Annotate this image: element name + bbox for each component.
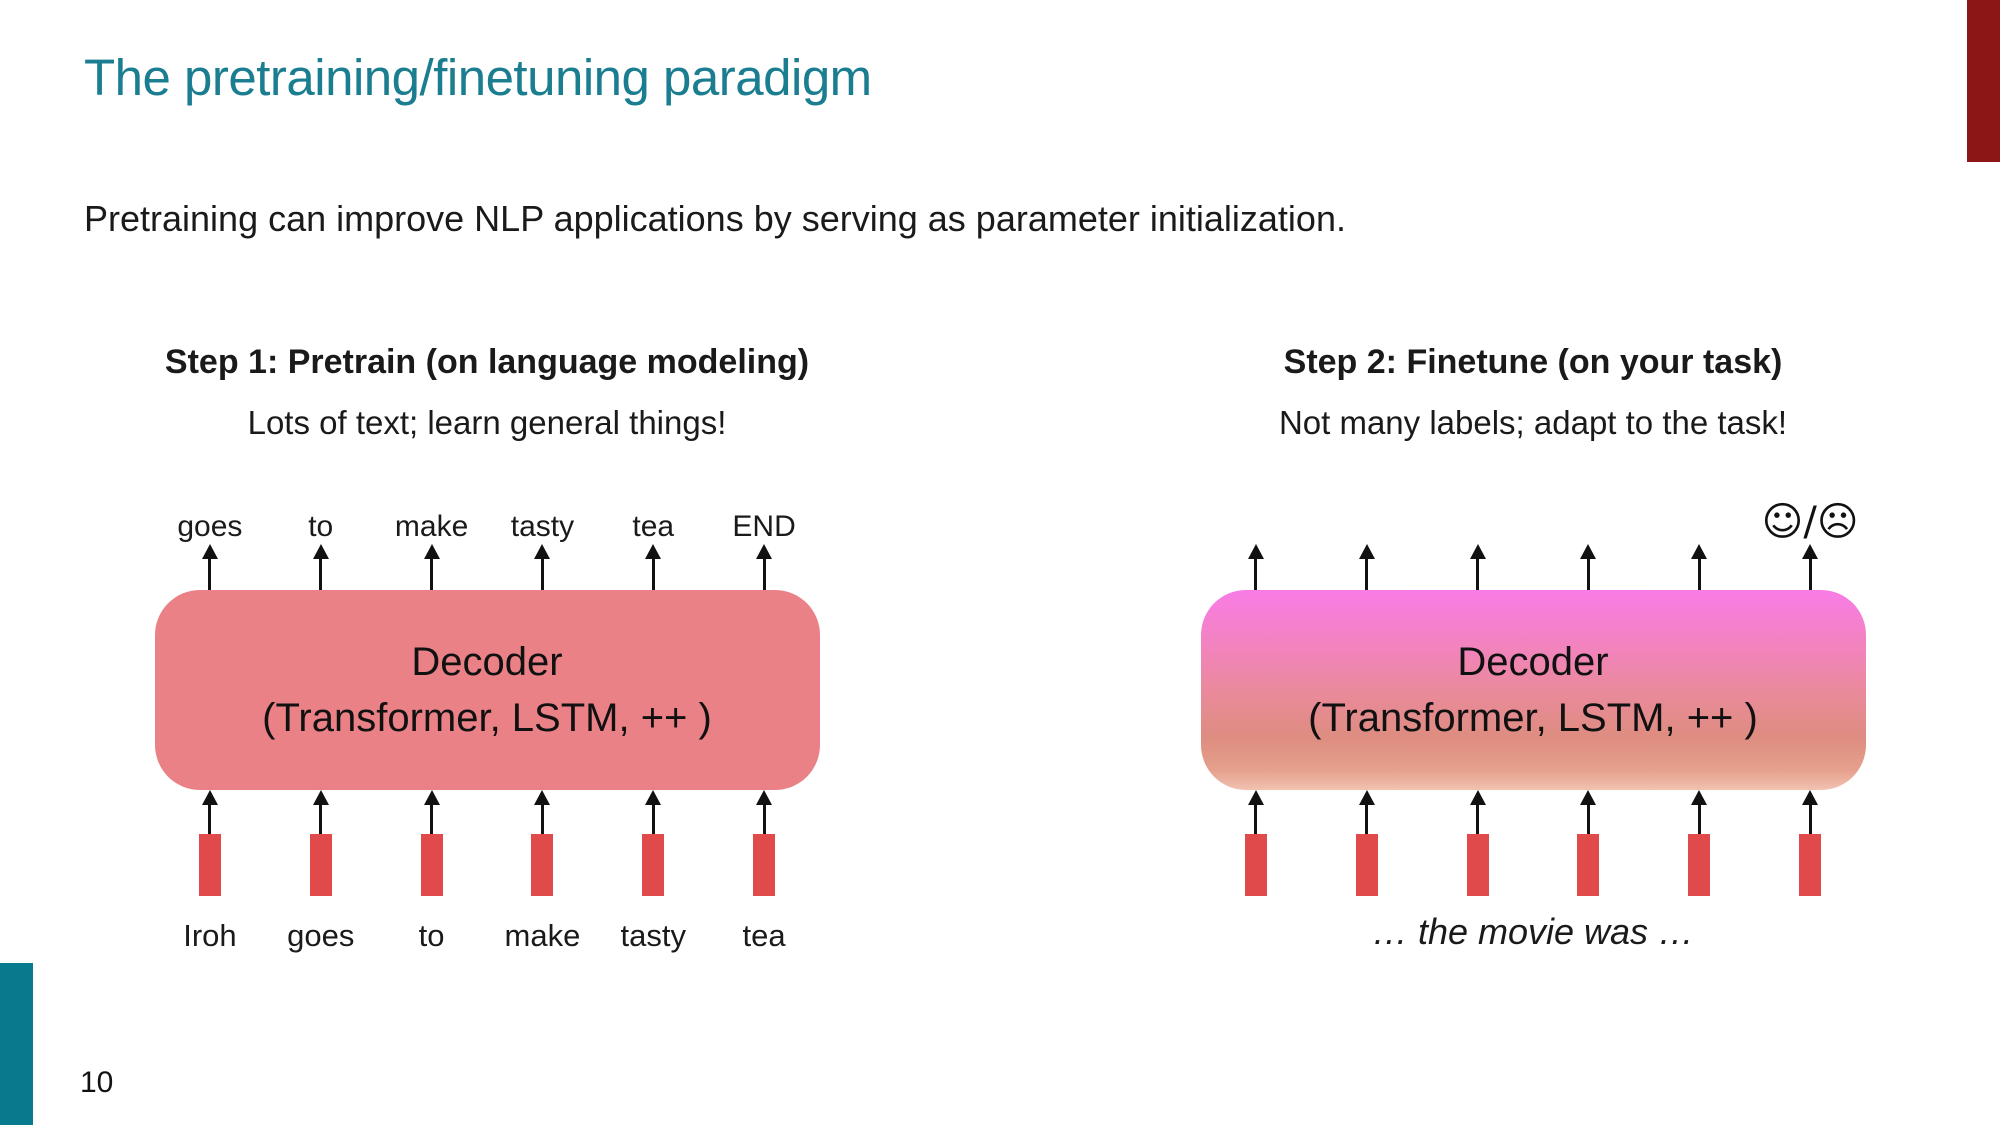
up-arrow-icon <box>1691 790 1708 834</box>
up-arrow-icon <box>1580 544 1597 590</box>
up-arrow-icon <box>645 544 662 590</box>
finetune-embedding-bars-row <box>1201 834 1866 896</box>
output-word: goes <box>177 510 243 543</box>
finetune-subheading: Not many labels; adapt to the task! <box>1278 404 1788 441</box>
embedding-bar <box>198 834 221 896</box>
up-arrow-icon <box>756 790 773 834</box>
decoder-label-line2: (Transformer, LSTM, ++ ) <box>1308 696 1758 740</box>
finetune-panel: Step 2: Finetune (on your task) Not many… <box>1168 340 1898 954</box>
embedding-bar <box>1688 834 1711 896</box>
pretrain-panel: Step 1: Pretrain (on language modeling) … <box>122 340 852 954</box>
up-arrow-icon <box>1469 544 1486 590</box>
decoder-label-line2: (Transformer, LSTM, ++ ) <box>262 696 712 740</box>
decoder-label-line1: Decoder <box>411 640 563 684</box>
up-arrow-icon <box>423 544 440 590</box>
up-arrow-icon <box>1802 544 1819 590</box>
embedding-bar <box>420 834 443 896</box>
up-arrow-icon <box>1247 790 1264 834</box>
pretrain-embedding-bars-row <box>155 834 820 896</box>
embedding-bar <box>1799 834 1822 896</box>
up-arrow-icon <box>1580 790 1597 834</box>
input-word: Iroh <box>183 918 237 953</box>
up-arrow-icon <box>645 790 662 834</box>
up-arrow-icon <box>1358 790 1375 834</box>
pretrain-heading: Step 1: Pretrain (on language modeling) <box>164 343 810 381</box>
output-word: to <box>308 510 334 543</box>
embedding-bar <box>1355 834 1378 896</box>
up-arrow-icon <box>201 544 218 590</box>
input-word: make <box>504 918 581 953</box>
up-arrow-icon <box>1247 544 1264 590</box>
slide-subtitle: Pretraining can improve NLP applications… <box>84 198 1346 239</box>
embedding-bar <box>753 834 776 896</box>
pretrain-diagram: goes to make tasty tea END Decoder (Tran… <box>154 498 820 954</box>
up-arrow-icon <box>201 790 218 834</box>
finetune-diagram: ☺/☹ Decoder (Transformer, LSTM, ++ ) <box>1200 498 1866 954</box>
pretrain-output-arrows-row <box>155 544 820 590</box>
embedding-bar <box>1577 834 1600 896</box>
up-arrow-icon <box>1358 544 1375 590</box>
pretrain-subheading: Lots of text; learn general things! <box>247 404 727 441</box>
output-word: make <box>394 510 469 543</box>
embedding-bar <box>1244 834 1267 896</box>
embedding-bar <box>1466 834 1489 896</box>
input-word: tea <box>742 918 786 953</box>
up-arrow-icon <box>534 544 551 590</box>
input-word: goes <box>287 918 355 953</box>
up-arrow-icon <box>1469 790 1486 834</box>
decoder-label-line1: Decoder <box>1457 640 1609 684</box>
page-number: 10 <box>80 1066 114 1099</box>
embedding-bar <box>642 834 665 896</box>
decoder-box-finetune: Decoder (Transformer, LSTM, ++ ) <box>1200 590 1866 790</box>
output-word: tasty <box>510 510 575 543</box>
finetune-input-arrows-row <box>1201 790 1866 834</box>
up-arrow-icon <box>423 790 440 834</box>
accent-bar-top-right <box>1967 0 2000 162</box>
finetune-heading: Step 2: Finetune (on your task) <box>1283 343 1783 381</box>
input-word: tasty <box>620 918 686 953</box>
input-word: to <box>418 918 445 953</box>
up-arrow-icon <box>1802 790 1819 834</box>
output-word: END <box>732 510 796 543</box>
embedding-bar <box>531 834 554 896</box>
sentiment-smiley-frowny-icon: ☺/☹ <box>1761 499 1859 545</box>
embedding-bar <box>309 834 332 896</box>
pretrain-input-words-row: Iroh goes to make tasty tea <box>155 910 820 954</box>
accent-bar-bottom-left <box>0 963 33 1125</box>
up-arrow-icon <box>312 544 329 590</box>
finetune-input-sentence: … the movie was … <box>1371 911 1695 952</box>
finetune-output-row: ☺/☹ <box>1201 498 1866 544</box>
pretrain-input-arrows-row <box>155 790 820 834</box>
pretrain-output-words-row: goes to make tasty tea END <box>155 498 820 544</box>
output-word: tea <box>632 510 675 543</box>
decoder-box-pretrain: Decoder (Transformer, LSTM, ++ ) <box>154 590 820 790</box>
up-arrow-icon <box>312 790 329 834</box>
finetune-output-arrows-row <box>1201 544 1866 590</box>
up-arrow-icon <box>756 544 773 590</box>
up-arrow-icon <box>1691 544 1708 590</box>
up-arrow-icon <box>534 790 551 834</box>
slide-title: The pretraining/finetuning paradigm <box>84 49 872 106</box>
